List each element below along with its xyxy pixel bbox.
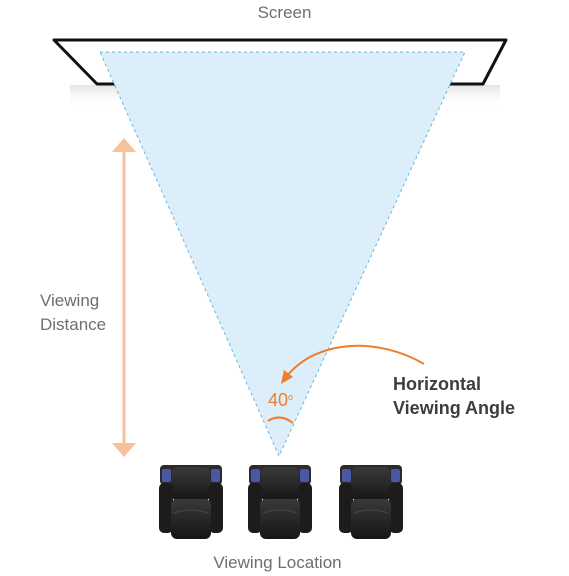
seat-center — [248, 465, 312, 539]
angle-pointer-arrow — [281, 344, 425, 384]
viewing-location-label: Viewing Location — [213, 553, 342, 572]
angle-value: 40o — [268, 389, 293, 411]
angle-unit: o — [288, 392, 294, 402]
viewing-cone — [99, 51, 466, 458]
horizontal-label-line2: Viewing Angle — [393, 398, 516, 418]
speaker-light-icon — [251, 469, 260, 482]
speaker-light-icon — [211, 469, 220, 482]
viewing-distance-line2: Distance — [40, 315, 107, 334]
horizontal-viewing-angle-label: Horizontal Viewing Angle — [393, 372, 515, 420]
angle-number: 40 — [268, 390, 289, 410]
seat-left — [159, 465, 223, 539]
angle-arc — [267, 416, 294, 424]
seat-right — [339, 465, 403, 539]
speaker-light-icon — [162, 469, 171, 482]
screen-label: Screen — [257, 3, 312, 22]
speaker-light-icon — [300, 469, 309, 482]
horizontal-label-line1: Horizontal — [393, 374, 481, 394]
viewing-distance-arrow — [112, 138, 136, 457]
viewing-distance-line1: Viewing — [40, 291, 100, 310]
speaker-light-icon — [391, 469, 400, 482]
speaker-light-icon — [342, 469, 351, 482]
viewing-distance-label: Viewing Distance — [40, 289, 106, 337]
